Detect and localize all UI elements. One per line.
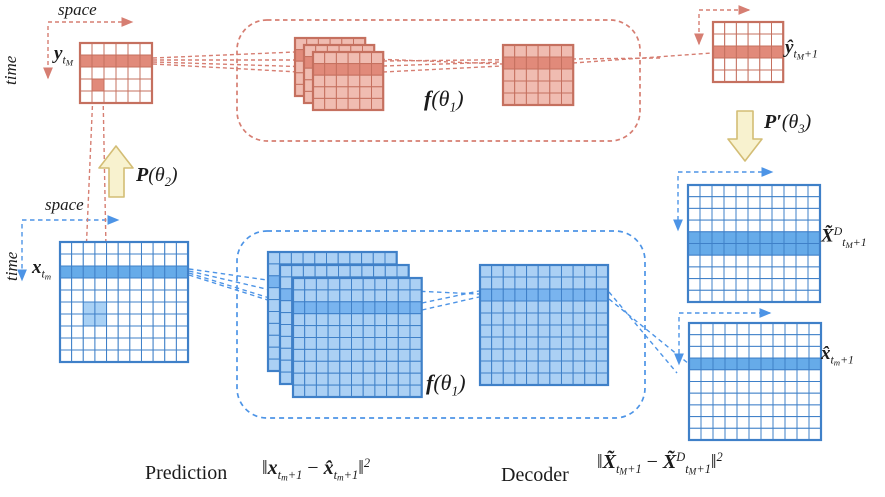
x-input-grid — [58, 240, 190, 364]
f-theta1-label-red: f(θ1) — [424, 86, 464, 115]
x-predicted-grid — [687, 321, 823, 442]
blue-axes-xhat — [674, 308, 772, 366]
p-theta3-label: P′(θ3) — [764, 111, 812, 136]
blue-output-lines — [608, 291, 690, 374]
x-predicted-label: x̂tm+1 — [821, 343, 854, 368]
y-input-grid — [78, 41, 154, 105]
space-label-top: space — [58, 0, 97, 19]
prediction-loss-formula: ‖xtm+1 − x̂tm+1‖2 — [262, 456, 371, 483]
blue-encoder-box — [236, 230, 646, 419]
decoder-caption: Decoder — [501, 464, 569, 486]
p-theta2-label: P(θ2) — [136, 164, 178, 189]
red-axes-top-left — [43, 17, 134, 80]
decoder-down-arrow — [727, 110, 763, 162]
blue-hidden-state-grid — [478, 263, 610, 387]
time-label-top: time — [1, 55, 20, 85]
prediction-caption: Prediction — [145, 462, 228, 484]
decoder-loss-formula: ‖X̃tM+1 − X̃DtM+1‖2 — [597, 450, 723, 477]
patching-up-arrow — [98, 145, 134, 198]
f-theta1-label-blue: f(θ1) — [426, 370, 466, 399]
y-input-label: ytM — [54, 43, 73, 68]
space-label-bottom: space — [45, 195, 84, 214]
blue-stacked-grid-front — [291, 276, 423, 399]
red-stacked-grid-front — [311, 50, 385, 112]
time-label-bottom: time — [2, 251, 21, 281]
x-decoded-grid — [686, 183, 822, 304]
x-decoded-label: X̃DtM+1 — [821, 225, 867, 251]
red-axes-top-right — [694, 5, 751, 46]
blue-axes-bottom-left — [17, 215, 120, 282]
red-output-line — [572, 52, 713, 64]
red-input-fan-lines — [152, 51, 318, 74]
x-input-label: xtm — [32, 257, 52, 282]
blue-axes-xd — [673, 167, 774, 232]
red-hidden-state-grid — [501, 43, 575, 107]
blue-internal-lines — [412, 290, 480, 311]
y-predicted-grid — [711, 20, 785, 84]
y-predicted-label: ŷtM+1 — [785, 37, 818, 62]
red-encoder-box — [236, 19, 641, 142]
